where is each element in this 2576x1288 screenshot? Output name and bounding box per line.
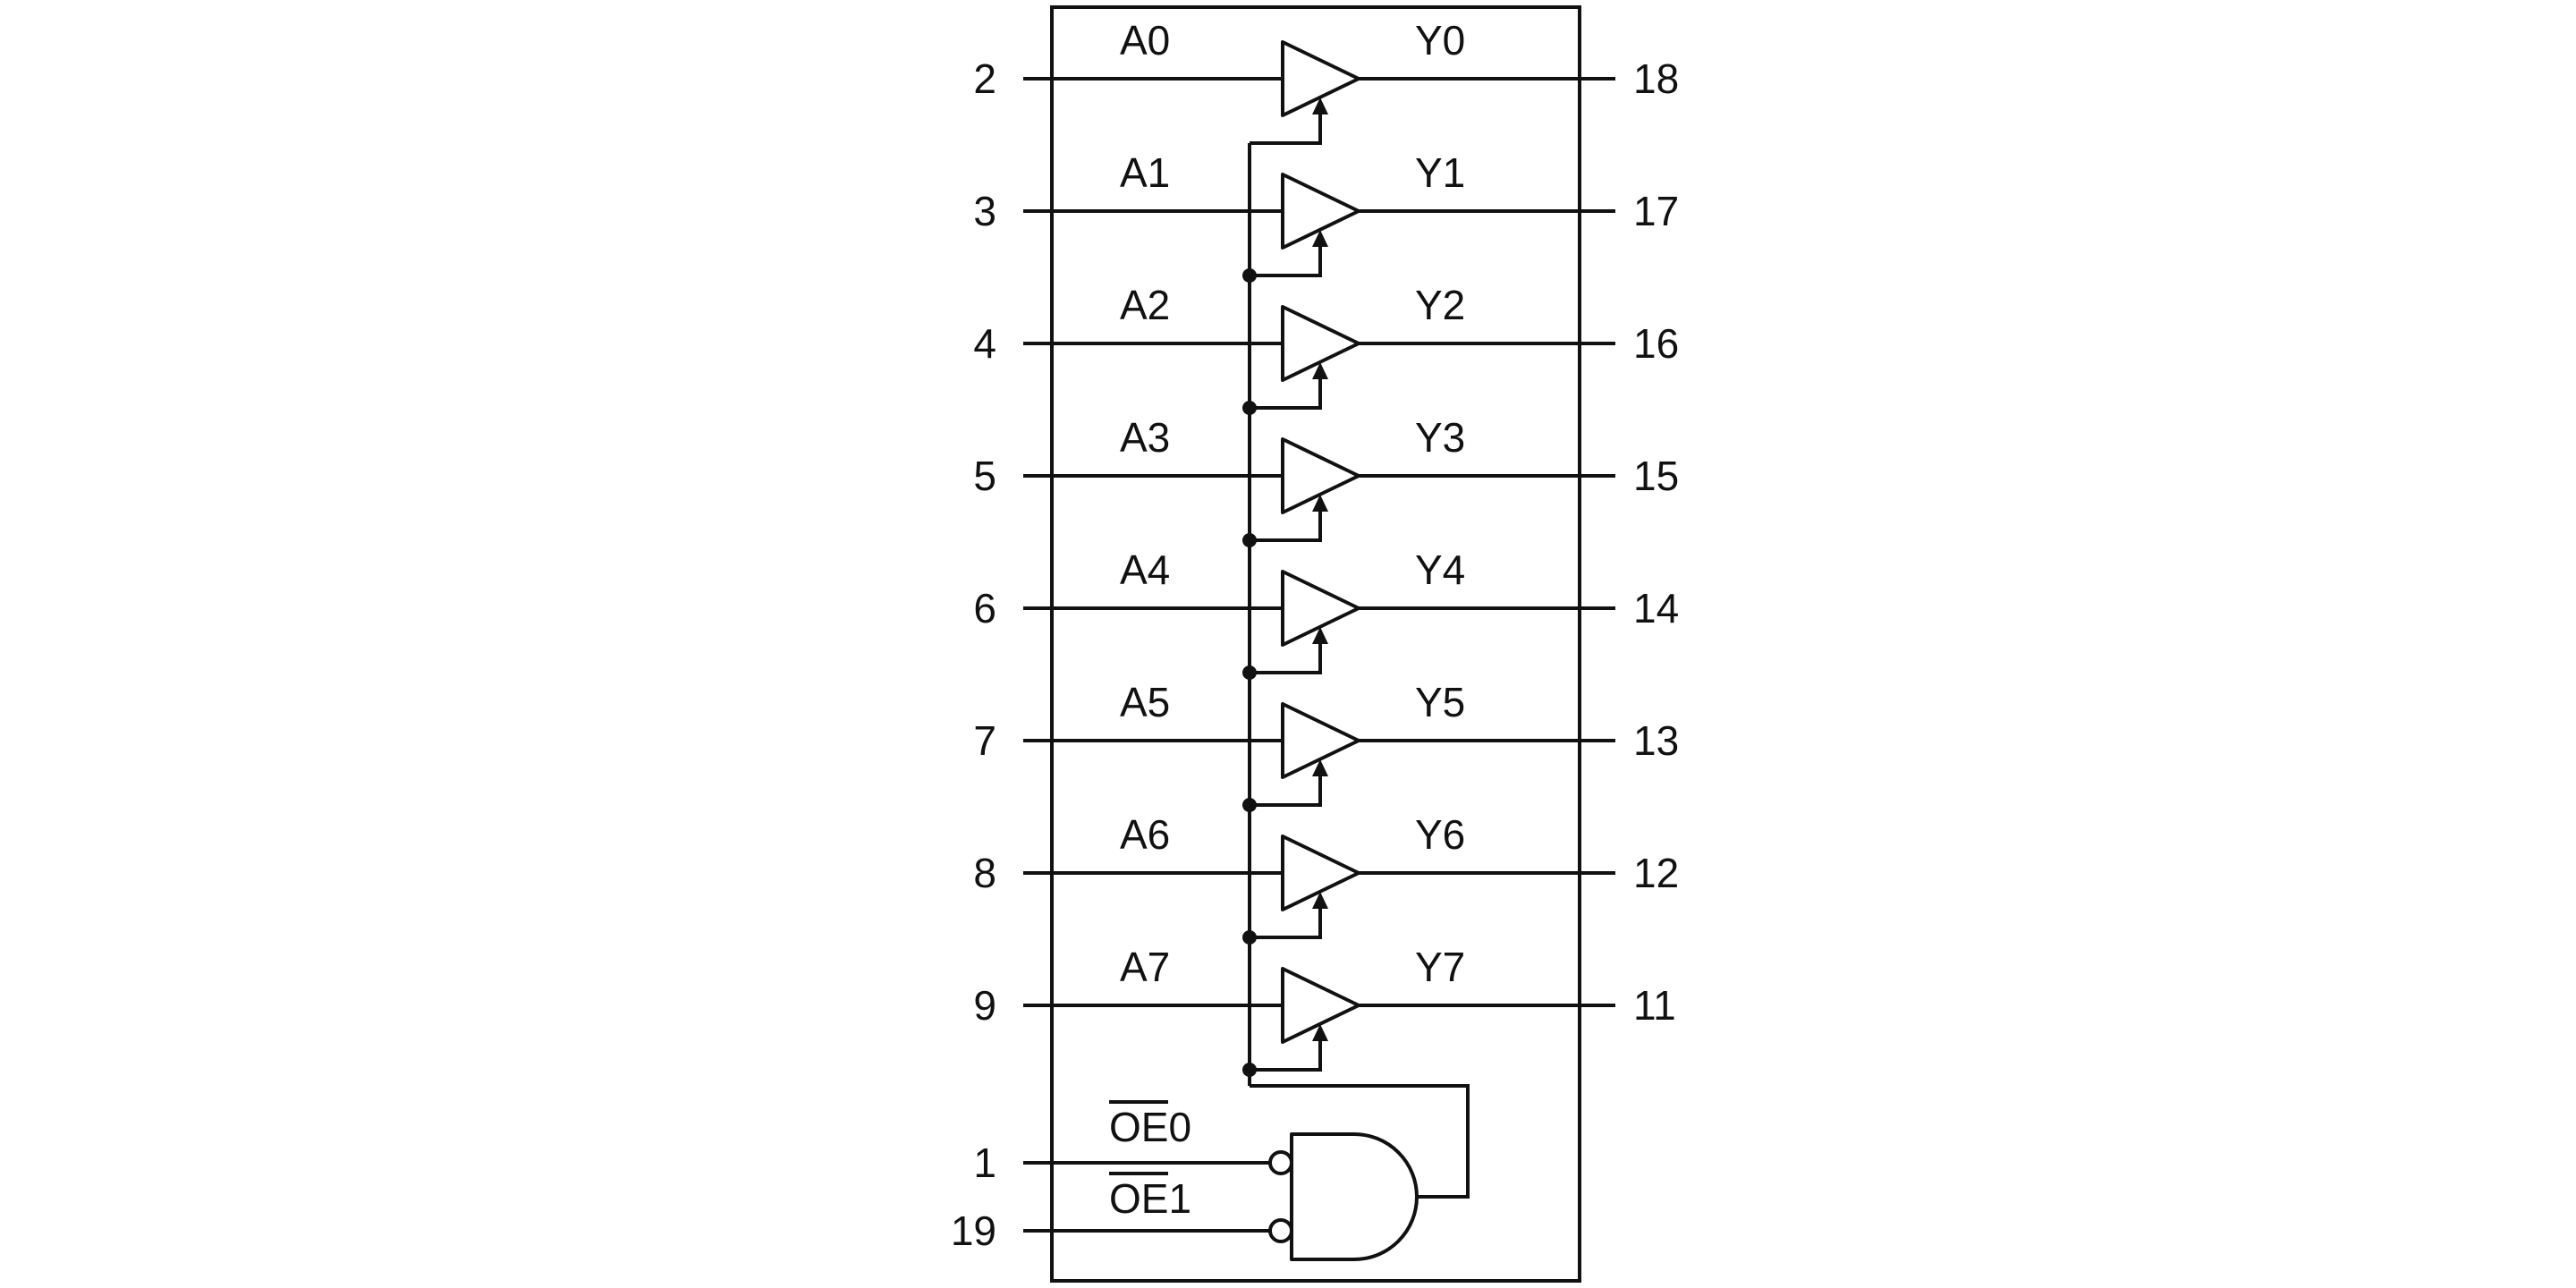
enable-branch-0	[1250, 113, 1322, 145]
and-gate	[1290, 1132, 1419, 1261]
buffer-triangle-3	[1281, 437, 1360, 514]
enable-branch-3	[1250, 510, 1322, 542]
junction-dot-4	[1242, 665, 1257, 680]
buffer-row-5	[1023, 702, 1615, 812]
enable-branch-5	[1250, 775, 1322, 807]
enable-arrow-1	[1312, 230, 1328, 247]
pin-number-left: 8	[973, 850, 996, 896]
output-label-y5: Y5	[1415, 679, 1466, 725]
buffer-triangle-2	[1281, 305, 1360, 382]
output-enable-gate-section	[1023, 1132, 1419, 1261]
input-label-a6: A6	[1120, 811, 1171, 858]
enable-arrow-0	[1312, 97, 1328, 114]
inversion-bubble-oe0	[1268, 1150, 1293, 1175]
pin-number-right: 11	[1633, 982, 1676, 1029]
junction-dot-7	[1242, 1063, 1257, 1077]
buffer-row-7	[1023, 967, 1615, 1077]
input-label-a1: A1	[1120, 149, 1171, 196]
oe0-label: OE0	[1109, 1100, 1191, 1148]
input-label-a4: A4	[1120, 547, 1171, 593]
enable-branch-2	[1250, 377, 1322, 410]
oe1-label-suffix: 1	[1168, 1175, 1192, 1222]
buffer-row-6	[1023, 835, 1615, 945]
pin-number-right: 18	[1633, 55, 1680, 102]
junction-dot-3	[1242, 533, 1257, 547]
pin-number-left: 9	[973, 982, 996, 1029]
buffer-triangle-0	[1281, 40, 1360, 117]
input-label-a3: A3	[1120, 414, 1171, 461]
buffer-triangle-4	[1281, 570, 1360, 647]
input-label-a7: A7	[1120, 944, 1171, 990]
buffer-triangle-1	[1281, 173, 1360, 250]
enable-arrow-5	[1312, 759, 1328, 776]
input-label-a0: A0	[1120, 17, 1171, 64]
pin-number-left: 5	[973, 453, 996, 499]
buffer-row-2	[1023, 305, 1615, 415]
enable-branch-6	[1250, 907, 1322, 939]
oe1-label: OE1	[1109, 1172, 1191, 1220]
enable-arrow-3	[1312, 495, 1328, 512]
enable-branch-1	[1250, 245, 1322, 277]
pin-number-oe0: 1	[973, 1140, 996, 1186]
output-label-y2: Y2	[1415, 282, 1466, 328]
pin-number-right: 12	[1633, 850, 1680, 896]
pin-number-right: 16	[1633, 320, 1680, 367]
oe1-label-overlined: OE	[1109, 1172, 1169, 1219]
enable-arrow-7	[1312, 1024, 1328, 1041]
output-label-y0: Y0	[1415, 17, 1466, 64]
pin-number-left: 7	[973, 717, 996, 764]
oe0-label-overlined: OE	[1109, 1100, 1169, 1148]
buffer-triangle-6	[1281, 835, 1360, 911]
buffer-triangle-5	[1281, 702, 1360, 779]
output-label-y6: Y6	[1415, 811, 1466, 858]
junction-dot-1	[1242, 268, 1257, 283]
output-label-y4: Y4	[1415, 547, 1466, 593]
enable-branch-7	[1250, 1039, 1322, 1072]
input-label-a2: A2	[1120, 282, 1171, 328]
output-label-y3: Y3	[1415, 414, 1466, 461]
pin-number-right: 15	[1633, 453, 1680, 499]
pin-number-right: 13	[1633, 717, 1680, 764]
buffer-row-3	[1023, 437, 1615, 547]
buffer-triangle-7	[1281, 967, 1360, 1044]
pin-number-left: 4	[973, 320, 996, 367]
enable-return-wire	[1250, 1084, 1470, 1199]
enable-arrow-6	[1312, 892, 1328, 909]
buffer-row-4	[1023, 570, 1615, 680]
ic-outline	[1050, 5, 1581, 1283]
oe0-label-suffix: 0	[1168, 1104, 1192, 1150]
pin-number-right: 14	[1633, 585, 1680, 631]
pin-number-left: 6	[973, 585, 996, 631]
pin-number-left: 3	[973, 188, 996, 234]
input-label-a5: A5	[1120, 679, 1171, 725]
buffer-row-0	[1023, 40, 1615, 145]
output-label-y7: Y7	[1415, 944, 1466, 990]
junction-dot-5	[1242, 798, 1257, 812]
pin-number-oe1: 19	[950, 1208, 996, 1254]
enable-branch-4	[1250, 642, 1322, 674]
inversion-bubble-oe1	[1268, 1218, 1293, 1243]
junction-dot-6	[1242, 930, 1257, 945]
enable-arrow-4	[1312, 627, 1328, 644]
junction-dot-2	[1242, 401, 1257, 415]
output-label-y1: Y1	[1415, 149, 1466, 196]
pin-number-left: 2	[973, 55, 996, 102]
enable-arrow-2	[1312, 362, 1328, 379]
buffer-row-1	[1023, 173, 1615, 283]
pin-number-right: 17	[1633, 188, 1680, 234]
